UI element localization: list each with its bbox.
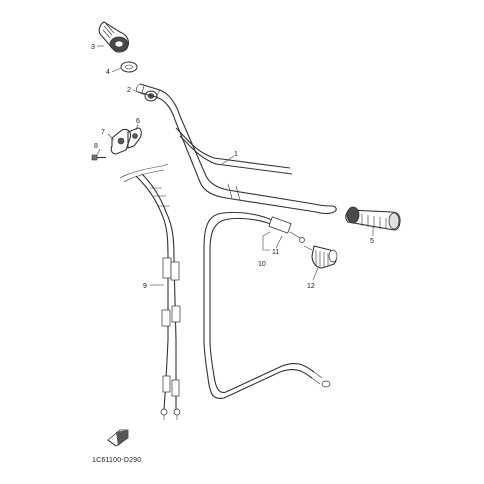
label-part-3[interactable]: 3 bbox=[91, 44, 95, 51]
leader-lines bbox=[96, 45, 374, 286]
label-part-5[interactable]: 5 bbox=[370, 238, 374, 245]
part-10-clutch-cable[interactable] bbox=[203, 211, 331, 400]
part-12-cable-adjuster[interactable] bbox=[303, 245, 338, 269]
label-part-12[interactable]: 12 bbox=[307, 283, 315, 290]
label-part-2[interactable]: 2 bbox=[127, 87, 131, 94]
front-arrow-icon bbox=[107, 429, 129, 447]
label-part-10[interactable]: 10 bbox=[258, 261, 266, 268]
label-part-7[interactable]: 7 bbox=[101, 129, 105, 136]
part-6-7-lever-clamp[interactable] bbox=[110, 127, 142, 155]
part-9-throttle-cable[interactable] bbox=[119, 163, 181, 420]
part-labels: 3 4 2 1 5 6 7 8 9 10 11 12 bbox=[91, 44, 374, 290]
label-part-9[interactable]: 9 bbox=[143, 283, 147, 290]
part-1-handlebar[interactable] bbox=[135, 83, 337, 215]
catalog-code: 1C61100-D290 bbox=[92, 457, 141, 464]
label-part-4[interactable]: 4 bbox=[106, 69, 110, 76]
part-4-washer[interactable] bbox=[120, 61, 138, 73]
label-part-11[interactable]: 11 bbox=[272, 249, 279, 256]
label-part-1[interactable]: 1 bbox=[234, 151, 238, 158]
label-part-8[interactable]: 8 bbox=[94, 143, 98, 150]
part-3-left-grip[interactable] bbox=[98, 21, 130, 53]
label-part-6[interactable]: 6 bbox=[136, 118, 140, 125]
part-5-right-grip[interactable] bbox=[345, 206, 401, 231]
part-8-bolt[interactable] bbox=[91, 154, 106, 161]
